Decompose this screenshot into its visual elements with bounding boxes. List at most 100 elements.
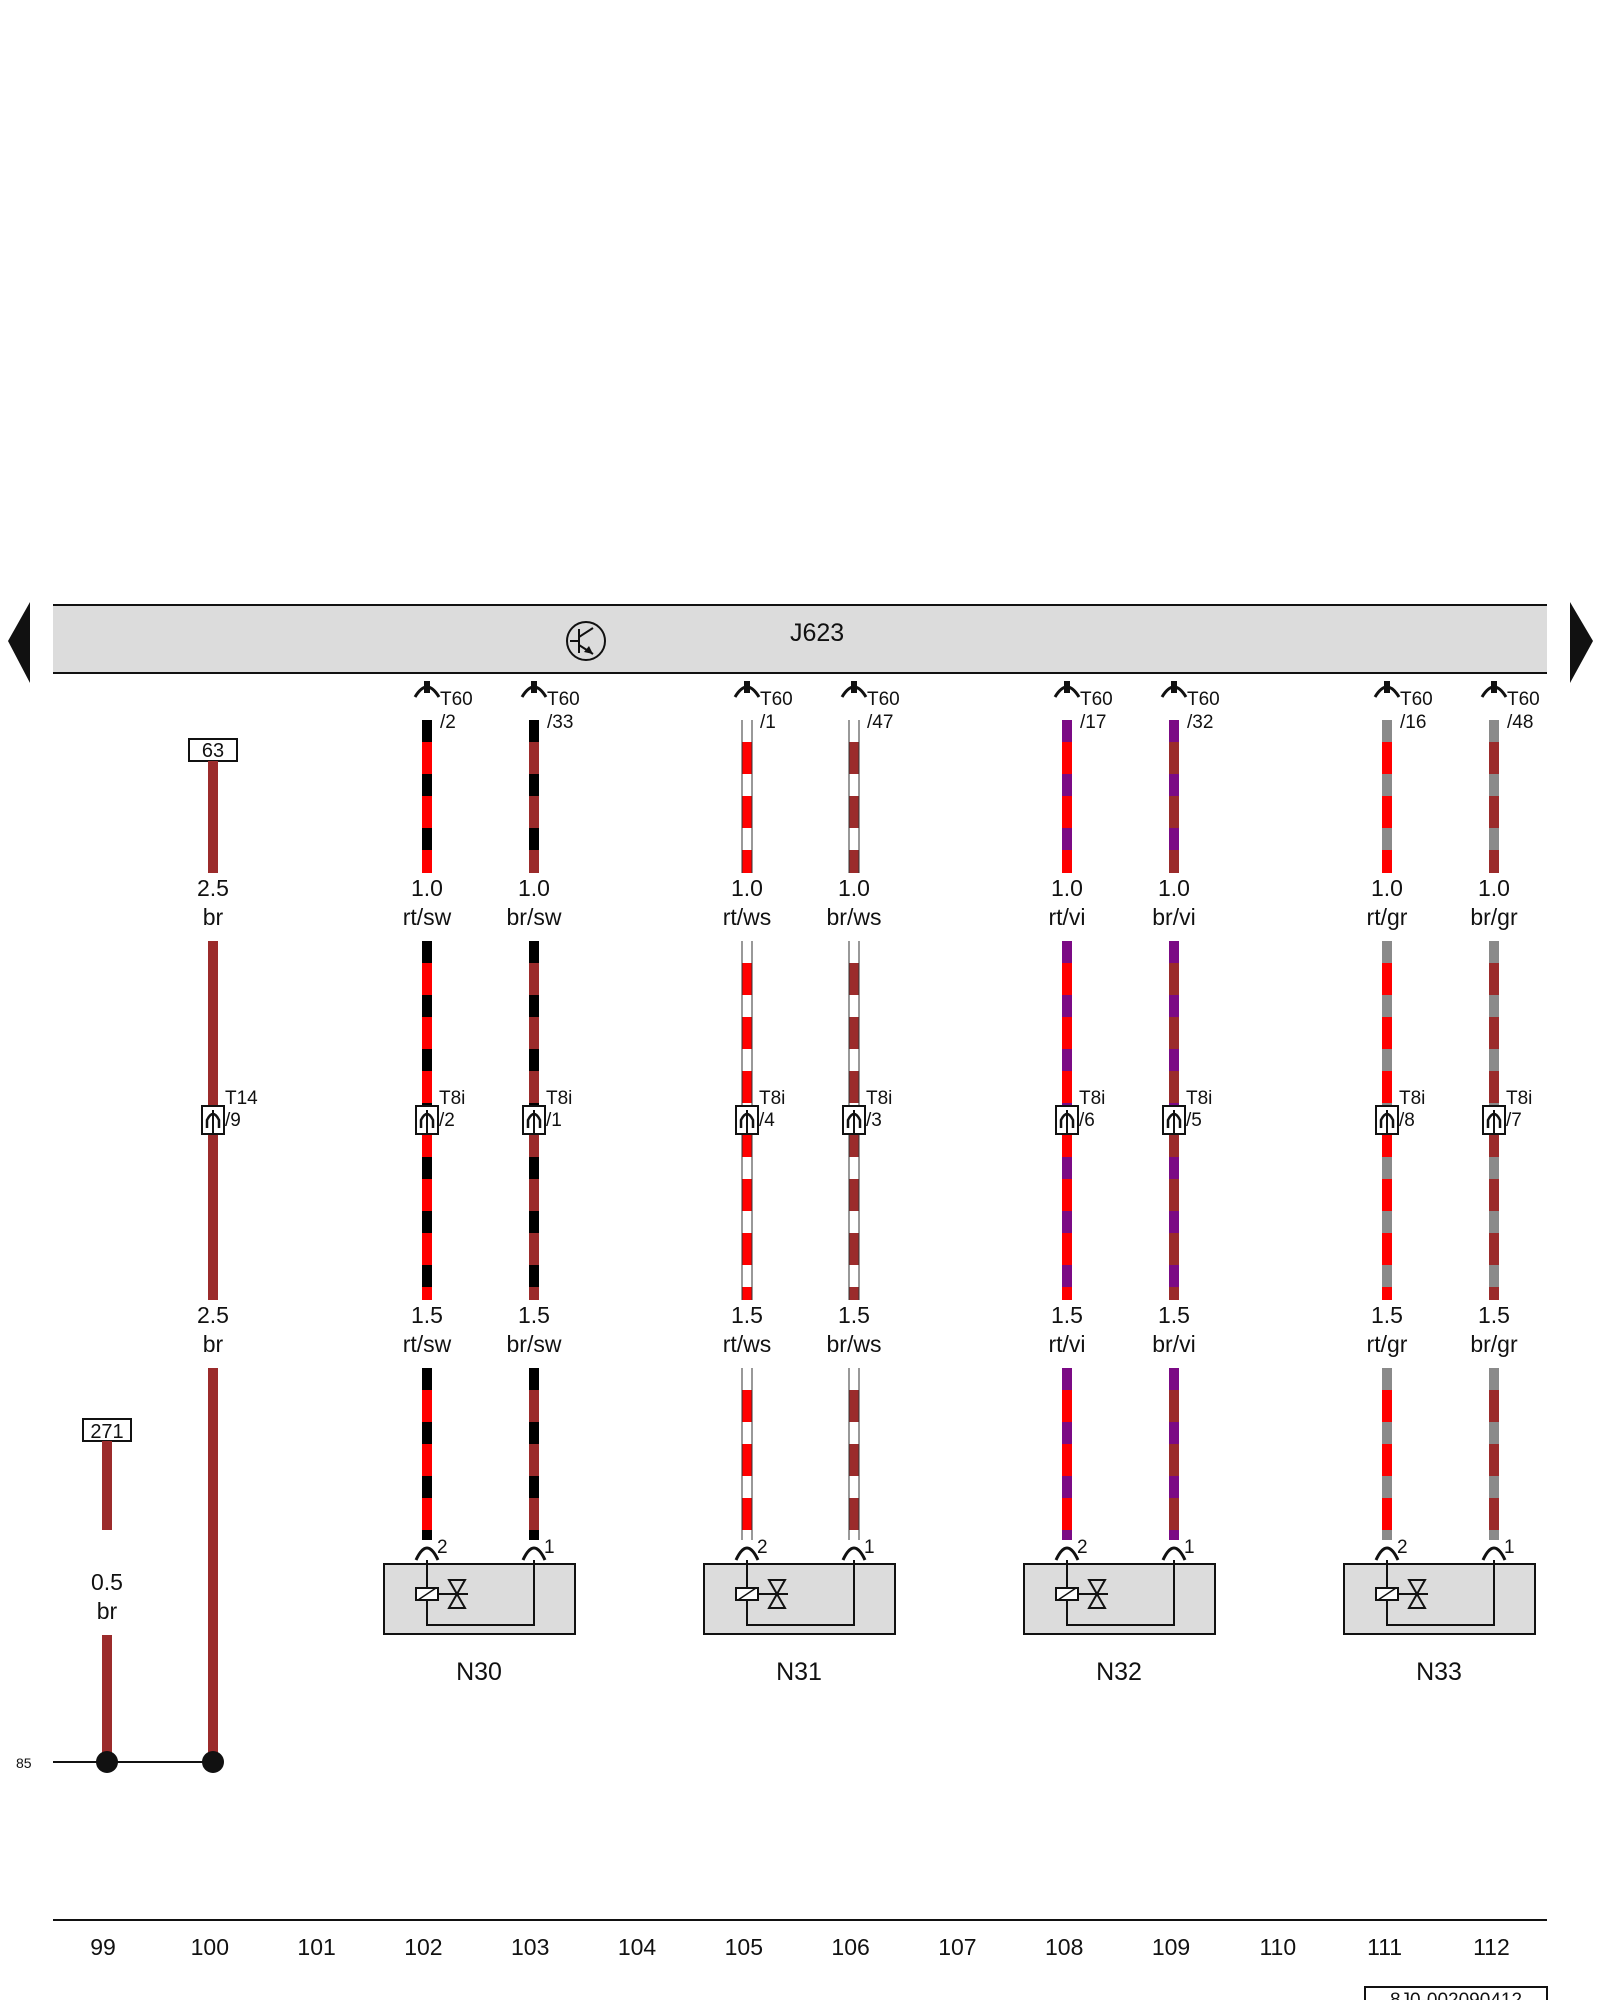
wire-size-label: 1.5 (731, 1302, 763, 1328)
wire-segment-top (1062, 720, 1072, 873)
inline-pin-label: /8 (1399, 1110, 1415, 1131)
wire-segment-bottom (741, 1368, 753, 1540)
track-number: 102 (404, 1934, 442, 1960)
wire-size-label: 1.0 (1051, 875, 1083, 901)
component-pin-icon (1374, 1546, 1400, 1561)
valve-n32: N32 (1023, 1560, 1216, 1686)
inline-connector-icon (1055, 1105, 1079, 1135)
wire-size-label: 1.0 (1478, 875, 1510, 901)
wire-segment-bottom (1489, 1368, 1499, 1540)
component-label: N31 (776, 1658, 822, 1686)
wire-color-label: br/sw (507, 904, 562, 930)
harness-wires: T60/21.0rt/swT8i/21.5rt/sw2T60/331.0br/s… (403, 681, 1540, 1561)
transistor-icon (566, 621, 606, 661)
valve-n33: N33 (1343, 1560, 1536, 1686)
wire-segment-bottom (102, 1635, 112, 1760)
wire-segment-top (848, 720, 860, 873)
wire-segment-top (529, 720, 539, 873)
wire-segment-top (102, 1441, 112, 1530)
wire-color-label: br (97, 1598, 118, 1624)
previous-page-arrow-icon[interactable] (8, 602, 30, 683)
wire-segment-bottom (1382, 1368, 1392, 1540)
wire-color-label: rt/sw (403, 1331, 452, 1357)
solenoid-icon (1055, 1587, 1086, 1601)
wire-color-label: rt/vi (1048, 1331, 1085, 1357)
component-pin-label: 2 (1077, 1537, 1088, 1558)
wire-color-label: br/gr (1470, 904, 1518, 930)
component-pin-icon (414, 1546, 440, 1561)
inline-pin-label: /7 (1506, 1110, 1522, 1131)
pin-socket-stem (1491, 681, 1497, 693)
wire-size-label: 1.5 (1051, 1302, 1083, 1328)
wire-size-label: 2.5 (197, 1302, 229, 1328)
ecu-pin-label: /1 (760, 712, 776, 733)
inline-connector-label: T8i (1506, 1088, 1532, 1109)
track-number: 111 (1367, 1934, 1402, 1960)
wire-color-label: br/ws (827, 1331, 882, 1357)
inline-pin-label: /6 (1079, 1110, 1095, 1131)
inline-connector-icon (201, 1105, 225, 1135)
valve-icon (447, 1579, 467, 1609)
inline-pin-label: /4 (759, 1110, 775, 1131)
inline-pin-label: /5 (1186, 1110, 1202, 1131)
wire-size-label: 1.5 (411, 1302, 443, 1328)
component-pin-icon (1481, 1546, 1507, 1561)
component-pin-label: 2 (437, 1537, 448, 1558)
ecu-pin-label: /33 (547, 712, 573, 733)
ecu-pin-label: /47 (867, 712, 893, 733)
inline-connector-icon (415, 1105, 439, 1135)
track-number: 105 (725, 1934, 763, 1960)
wire-size-label: 1.5 (518, 1302, 550, 1328)
valve-n31: N31 (703, 1560, 896, 1686)
wire-color-label: br/gr (1470, 1331, 1518, 1357)
next-page-arrow-icon[interactable] (1570, 602, 1593, 683)
component-pin-label: 1 (864, 1537, 875, 1558)
track-number: 104 (618, 1934, 657, 1960)
wire-size-label: 1.0 (1158, 875, 1190, 901)
wire-color-label: br/vi (1152, 1331, 1195, 1357)
track-number: 107 (938, 1934, 976, 1960)
component-pin-label: 2 (1397, 1537, 1408, 1558)
wire-color-label: br/ws (827, 904, 882, 930)
ecu-connector-label: T60 (1187, 689, 1220, 710)
inline-connector-icon (842, 1105, 866, 1135)
component-pin-label: 1 (1504, 1537, 1515, 1558)
junction-dot (202, 1751, 224, 1773)
wire-segment-top (1382, 720, 1392, 873)
track-number: 109 (1152, 1934, 1190, 1960)
inline-connector-label: T14 (225, 1088, 258, 1109)
component-pin-icon (521, 1546, 547, 1561)
control-unit-box (53, 605, 1547, 673)
ecu-connector-label: T60 (440, 689, 473, 710)
component-pin-icon (841, 1546, 867, 1561)
wire-size-label: 1.0 (411, 875, 443, 901)
ecu-pin-label: /32 (1187, 712, 1213, 733)
wire-color-label: br/vi (1152, 904, 1195, 930)
wire-segment-bottom (1169, 1368, 1179, 1540)
wire-color-label: rt/ws (723, 904, 772, 930)
wire-size-label: 1.5 (1371, 1302, 1403, 1328)
component-pin-icon (1054, 1546, 1080, 1561)
pin-socket-stem (1384, 681, 1390, 693)
track-number: 110 (1259, 1934, 1296, 1960)
valve-n30: N30 (383, 1560, 576, 1686)
wire-segment-bottom (1062, 1368, 1072, 1540)
wire-color-label: rt/gr (1367, 1331, 1408, 1357)
inline-connector-icon (735, 1105, 759, 1135)
valve-icon (1087, 1579, 1107, 1609)
pin-socket-stem (1064, 681, 1070, 693)
reference-box-label: 271 (90, 1421, 123, 1443)
wire-segment-top (422, 720, 432, 873)
ecu-connector-label: T60 (1080, 689, 1113, 710)
wire-color-label: rt/gr (1367, 904, 1408, 930)
component-pin-label: 1 (544, 1537, 555, 1558)
wire-color-label: br/sw (507, 1331, 562, 1357)
inline-connector-label: T8i (759, 1088, 785, 1109)
track-number: 99 (90, 1934, 116, 1960)
control-unit-label: J623 (790, 619, 844, 647)
